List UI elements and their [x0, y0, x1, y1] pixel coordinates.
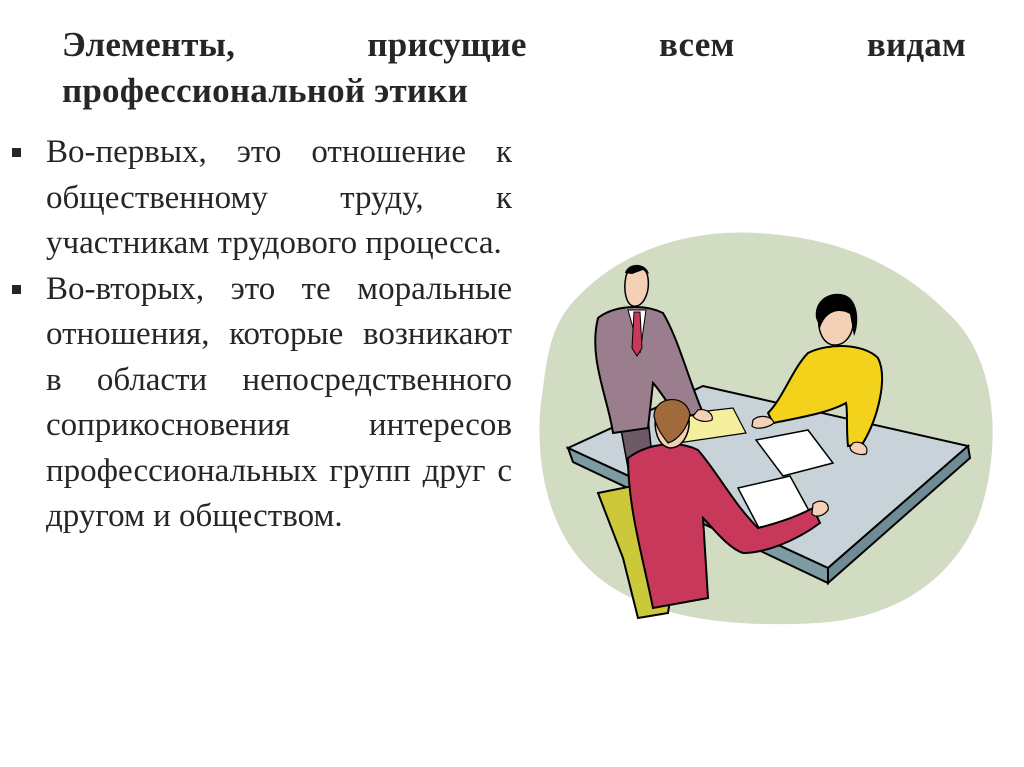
standing-man-hair: [625, 264, 649, 274]
seated-man-hand: [811, 500, 829, 517]
woman-hand: [751, 415, 775, 429]
bullet-item-second: Во-вторых, это те моральные отношения, к…: [12, 267, 512, 540]
square-bullet-icon: [12, 284, 21, 294]
slide-title-line-2: профессиональной этики: [62, 71, 468, 110]
bullet-item-first: Во-первых, это отношение к общественному…: [12, 130, 512, 267]
woman-hand: [849, 441, 868, 456]
standing-man-hand: [692, 409, 713, 422]
slide-title-line-1: Элементы, присущие всем видам: [62, 25, 966, 64]
bullet-text: Во-вторых, это те моральные отношения, к…: [46, 270, 512, 535]
seated-man-sweater: [626, 443, 822, 610]
bullet-list: Во-первых, это отношение к общественному…: [12, 130, 512, 540]
bullet-text: Во-первых, это отношение к общественному…: [46, 134, 512, 261]
table-edge-right: [827, 444, 972, 586]
woman-hair: [815, 293, 858, 336]
seated-man-hair: [653, 399, 691, 444]
standing-man-tie: [631, 311, 643, 357]
woman-sweater: [766, 345, 884, 448]
paper-sheet: [754, 429, 835, 477]
business-meeting-illustration: [539, 232, 993, 625]
slide-title: Элементы, присущие всем видам профессион…: [62, 22, 966, 114]
square-bullet-icon: [12, 148, 21, 157]
